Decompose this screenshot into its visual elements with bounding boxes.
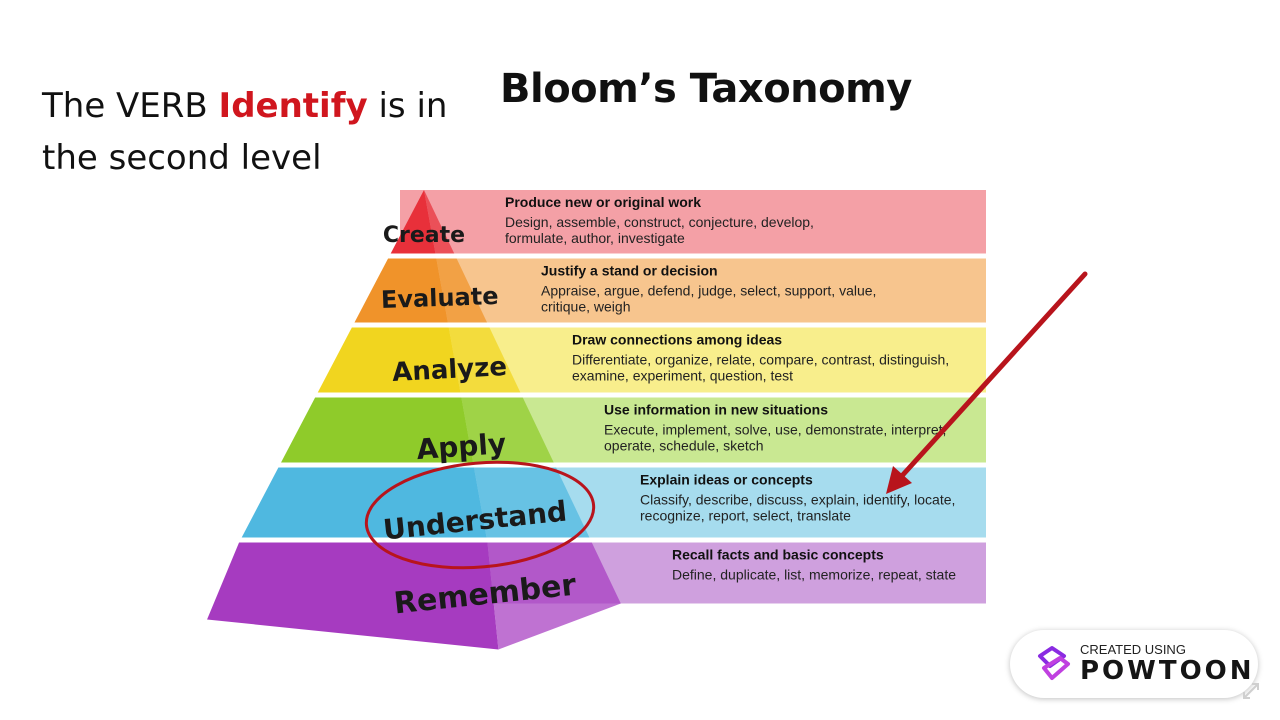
level-heading-create: Produce new or original work — [505, 194, 701, 210]
band-evaluate — [400, 258, 986, 323]
pyramid-faces — [207, 190, 621, 650]
face-left-analyze — [317, 327, 461, 393]
face-right-apply — [461, 397, 554, 463]
description-bands — [400, 190, 986, 604]
level-verbs-line1-apply: Execute, implement, solve, use, demonstr… — [604, 422, 946, 438]
face-left-remember — [207, 542, 499, 650]
face-right-evaluate — [436, 258, 488, 323]
pyramid-label-evaluate: Evaluate — [381, 282, 499, 314]
face-left-create — [390, 190, 436, 254]
badge-small-text: CREATED USING — [1080, 642, 1186, 657]
pointer-arrow-head — [886, 466, 912, 494]
pyramid-label-analyze: Analyze — [391, 352, 507, 388]
badge-brand-text: POWTOON — [1080, 656, 1255, 686]
pyramid-label-create: Create — [383, 223, 465, 248]
level-heading-apply: Use information in new situations — [604, 402, 828, 418]
level-verbs-line2-understand: recognize, report, select, translate — [640, 508, 851, 524]
level-verbs-line1-analyze: Differentiate, organize, relate, compare… — [572, 352, 949, 368]
level-verbs-line2-analyze: examine, experiment, question, test — [572, 368, 793, 384]
level-verbs-line2-create: formulate, author, investigate — [505, 230, 685, 246]
level-verbs-line1-create: Design, assemble, construct, conjecture,… — [505, 214, 814, 230]
level-verbs-line1-evaluate: Appraise, argue, defend, judge, select, … — [541, 283, 876, 299]
face-left-understand — [241, 467, 487, 538]
highlight-circle — [364, 460, 596, 570]
pyramid-label-apply: Apply — [415, 427, 507, 466]
face-right-analyze — [448, 327, 521, 393]
powtoon-badge[interactable]: CREATED USING POWTOON — [1010, 630, 1258, 698]
level-verbs-line2-apply: operate, schedule, sketch — [604, 438, 764, 454]
pointer-arrow-line — [897, 271, 1088, 481]
level-heading-remember: Recall facts and basic concepts — [672, 547, 884, 563]
slide-title: Bloom’s Taxonomy — [500, 66, 912, 112]
caption-verb: Identify — [218, 86, 368, 126]
fullscreen-icon[interactable] — [1240, 680, 1262, 702]
level-heading-analyze: Draw connections among ideas — [572, 332, 782, 348]
slide-caption: The VERB Identify is in the second level — [42, 80, 462, 184]
face-right-understand — [473, 467, 590, 538]
face-right-remember — [487, 542, 621, 650]
face-left-apply — [281, 397, 474, 463]
band-create — [400, 190, 986, 254]
level-verbs-line2-evaluate: critique, weigh — [541, 299, 631, 315]
face-right-create — [424, 190, 455, 254]
level-verbs-line1-understand: Classify, describe, discuss, explain, id… — [640, 492, 955, 508]
level-heading-evaluate: Justify a stand or decision — [541, 263, 718, 279]
powtoon-logo-icon — [1038, 646, 1070, 680]
caption-suffix: is in the second level — [42, 86, 448, 178]
level-heading-understand: Explain ideas or concepts — [640, 472, 813, 488]
level-verbs-line1-remember: Define, duplicate, list, memorize, repea… — [672, 567, 956, 583]
caption-prefix: The VERB — [42, 86, 219, 126]
annotation-layer — [364, 271, 1088, 570]
face-left-evaluate — [354, 258, 448, 323]
